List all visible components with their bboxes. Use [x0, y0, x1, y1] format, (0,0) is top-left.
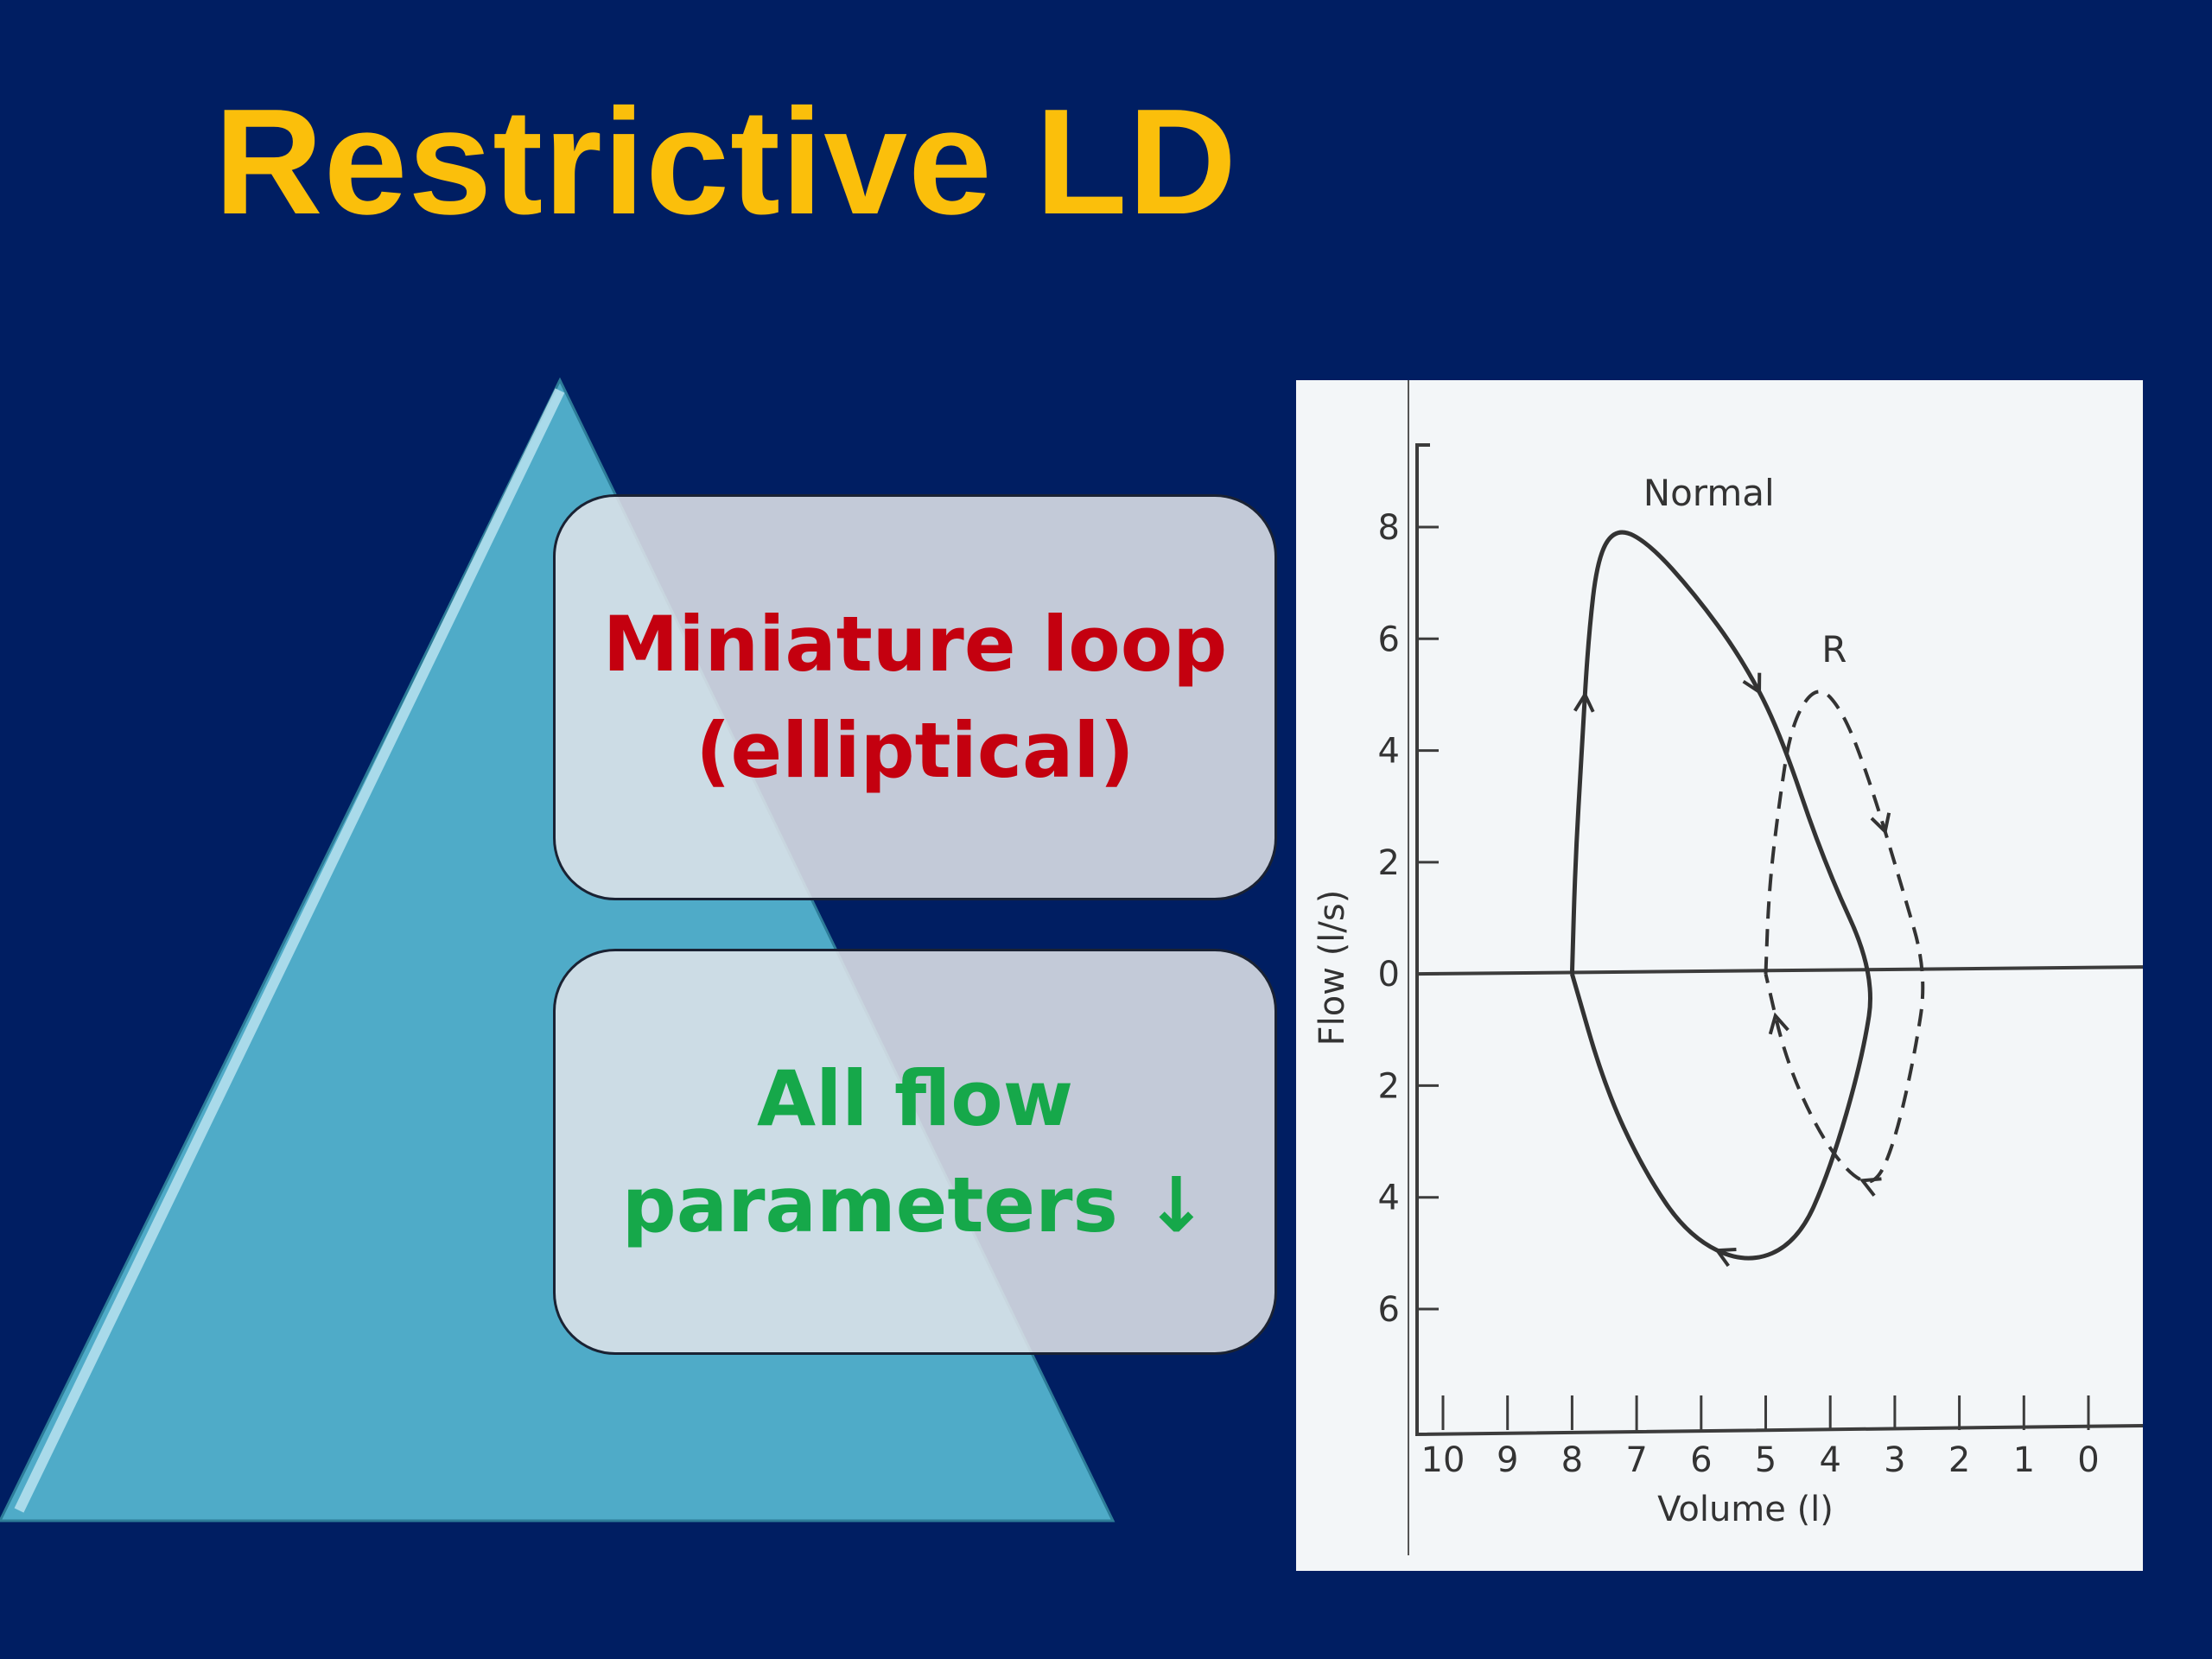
miniature-loop-line1: Miniature loop: [602, 599, 1228, 689]
x-tick-label: 6: [1690, 1440, 1712, 1480]
chart-axes: [1415, 443, 2143, 1437]
series-r-curve: [1764, 690, 1925, 1184]
x-tick-label: 4: [1819, 1440, 1840, 1480]
miniature-loop-line2: (elliptical): [696, 706, 1135, 795]
x-tick-label: 0: [2077, 1440, 2099, 1480]
y-tick-label: 2: [1378, 843, 1400, 883]
y-tick-label: 6: [1378, 1290, 1400, 1330]
x-tick-label: 1: [2013, 1440, 2035, 1480]
slide-title: Restrictive LD: [214, 77, 1238, 245]
x-tick-label: 3: [1884, 1440, 1905, 1480]
series-label: R: [1821, 628, 1847, 671]
y-axis-line: [1415, 443, 2143, 1437]
flow-parameters-line1: All flow: [756, 1053, 1074, 1143]
direction-arrow: [1768, 1012, 1789, 1035]
x-tick-label: 2: [1948, 1440, 1970, 1480]
direction-arrow: [1573, 690, 1595, 713]
y-tick-label: 6: [1378, 620, 1400, 659]
direction-arrow: [1713, 1247, 1737, 1268]
x-tick-label: 5: [1755, 1440, 1777, 1480]
x-tick-label: 10: [1421, 1440, 1465, 1480]
x-axis-title: Volume (l): [1657, 1490, 1834, 1529]
y-tick-label: 0: [1378, 955, 1400, 995]
y-tick-label: 4: [1378, 732, 1400, 772]
x-tick-label: 7: [1625, 1440, 1647, 1480]
direction-arrow: [1859, 1177, 1882, 1197]
x-tick-label: 9: [1497, 1440, 1518, 1480]
direction-arrow: [1870, 812, 1891, 836]
flow-parameters-line2: parameters ↓: [621, 1160, 1209, 1249]
y-tick-label: 2: [1378, 1066, 1400, 1106]
y-tick-label: 8: [1378, 508, 1400, 548]
miniature-loop-box: Miniature loop (elliptical): [553, 494, 1277, 900]
flow-parameters-box: All flow parameters ↓: [553, 949, 1277, 1355]
series-label: Normal: [1643, 472, 1775, 514]
y-tick-label: 4: [1378, 1179, 1400, 1218]
zero-flow-line: [1416, 965, 2143, 976]
y-axis-title: Flow (l/s): [1313, 890, 1352, 1046]
x-tick-label: 8: [1561, 1440, 1583, 1480]
direction-arrow: [1742, 672, 1762, 696]
